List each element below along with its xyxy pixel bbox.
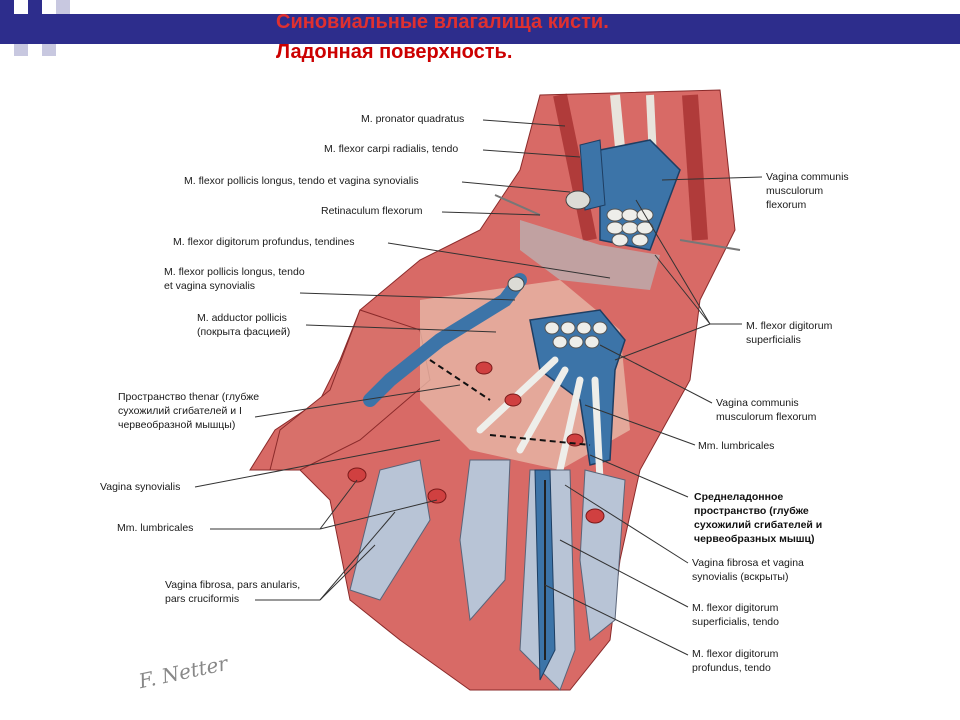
- label-vagina-fibrosa-line1: Vagina fibrosa, pars anularis,: [165, 579, 301, 591]
- label-fpl-tendo-vagina: M. flexor pollicis longus, tendo et vagi…: [184, 175, 419, 187]
- label-fdp-tendo-line1: M. flexor digitorum: [692, 648, 779, 660]
- label-retinaculum-flexorum: Retinaculum flexorum: [321, 205, 423, 217]
- label-adductor-pollicis-line2: (покрыта фасцией): [197, 326, 291, 338]
- label-fds-tendo-line1: M. flexor digitorum: [692, 602, 779, 614]
- slide-title: Синовиальные влагалища кисти. Ладонная п…: [276, 10, 609, 64]
- label-fdp-tendines: M. flexor digitorum profundus, tendines: [173, 236, 355, 248]
- label-vagina-fibrosa-open-line1: Vagina fibrosa et vagina: [692, 557, 804, 569]
- label-fpl-tendo-line2: et vagina synovialis: [164, 280, 256, 292]
- label-vagina-communis-mid-line1: Vagina communis: [716, 397, 799, 409]
- title-line-1: Синовиальные влагалища кисти.: [276, 11, 609, 33]
- label-lumbricales-right: Mm. lumbricales: [698, 440, 775, 452]
- label-fdp-tendo-line2: profundus, tendo: [692, 662, 771, 674]
- label-adductor-pollicis-line1: M. adductor pollicis: [197, 312, 287, 324]
- label-midpalmar-line1: Среднеладонное: [694, 491, 784, 503]
- label-thenar-line2: сухожилий сгибателей и I: [118, 405, 242, 417]
- label-pronator-quadratus: M. pronator quadratus: [361, 113, 465, 125]
- header-square: [14, 42, 28, 56]
- label-thenar-line1: Пространство thenar (глубже: [118, 391, 260, 403]
- label-midpalmar-line2: пространство (глубже: [694, 505, 809, 517]
- label-vagina-synovialis: Vagina synovialis: [100, 481, 181, 493]
- header-square: [28, 0, 42, 14]
- label-vagina-fibrosa-line2: pars cruciformis: [165, 593, 240, 605]
- header-bar: [0, 14, 960, 44]
- label-fpl-tendo-line1: M. flexor pollicis longus, tendo: [164, 266, 305, 278]
- header-square: [0, 0, 14, 14]
- label-thenar-line3: червеобразной мышцы): [118, 419, 236, 431]
- label-flexor-carpi-radialis: M. flexor carpi radialis, tendo: [324, 143, 459, 155]
- label-fds-line2: superficialis: [746, 334, 801, 346]
- label-lumbricales-left: Mm. lumbricales: [117, 522, 194, 534]
- label-vagina-communis-mid-line2: musculorum flexorum: [716, 411, 817, 423]
- label-fds-line1: M. flexor digitorum: [746, 320, 833, 332]
- header-square: [42, 42, 56, 56]
- header-square: [56, 0, 70, 14]
- label-vagina-communis-top-line2: musculorum: [766, 185, 824, 197]
- label-fds-tendo-line2: superficialis, tendo: [692, 616, 779, 628]
- label-midpalmar-line4: червеобразных мышц): [694, 533, 815, 545]
- label-vagina-communis-top-line3: flexorum: [766, 199, 807, 211]
- label-vagina-fibrosa-open-line2: synovialis (вскрыты): [692, 571, 789, 583]
- label-midpalmar-line3: сухожилий сгибателей и: [694, 519, 823, 531]
- label-vagina-communis-top-line1: Vagina communis: [766, 171, 849, 183]
- title-line-2: Ладонная поверхность.: [276, 41, 513, 63]
